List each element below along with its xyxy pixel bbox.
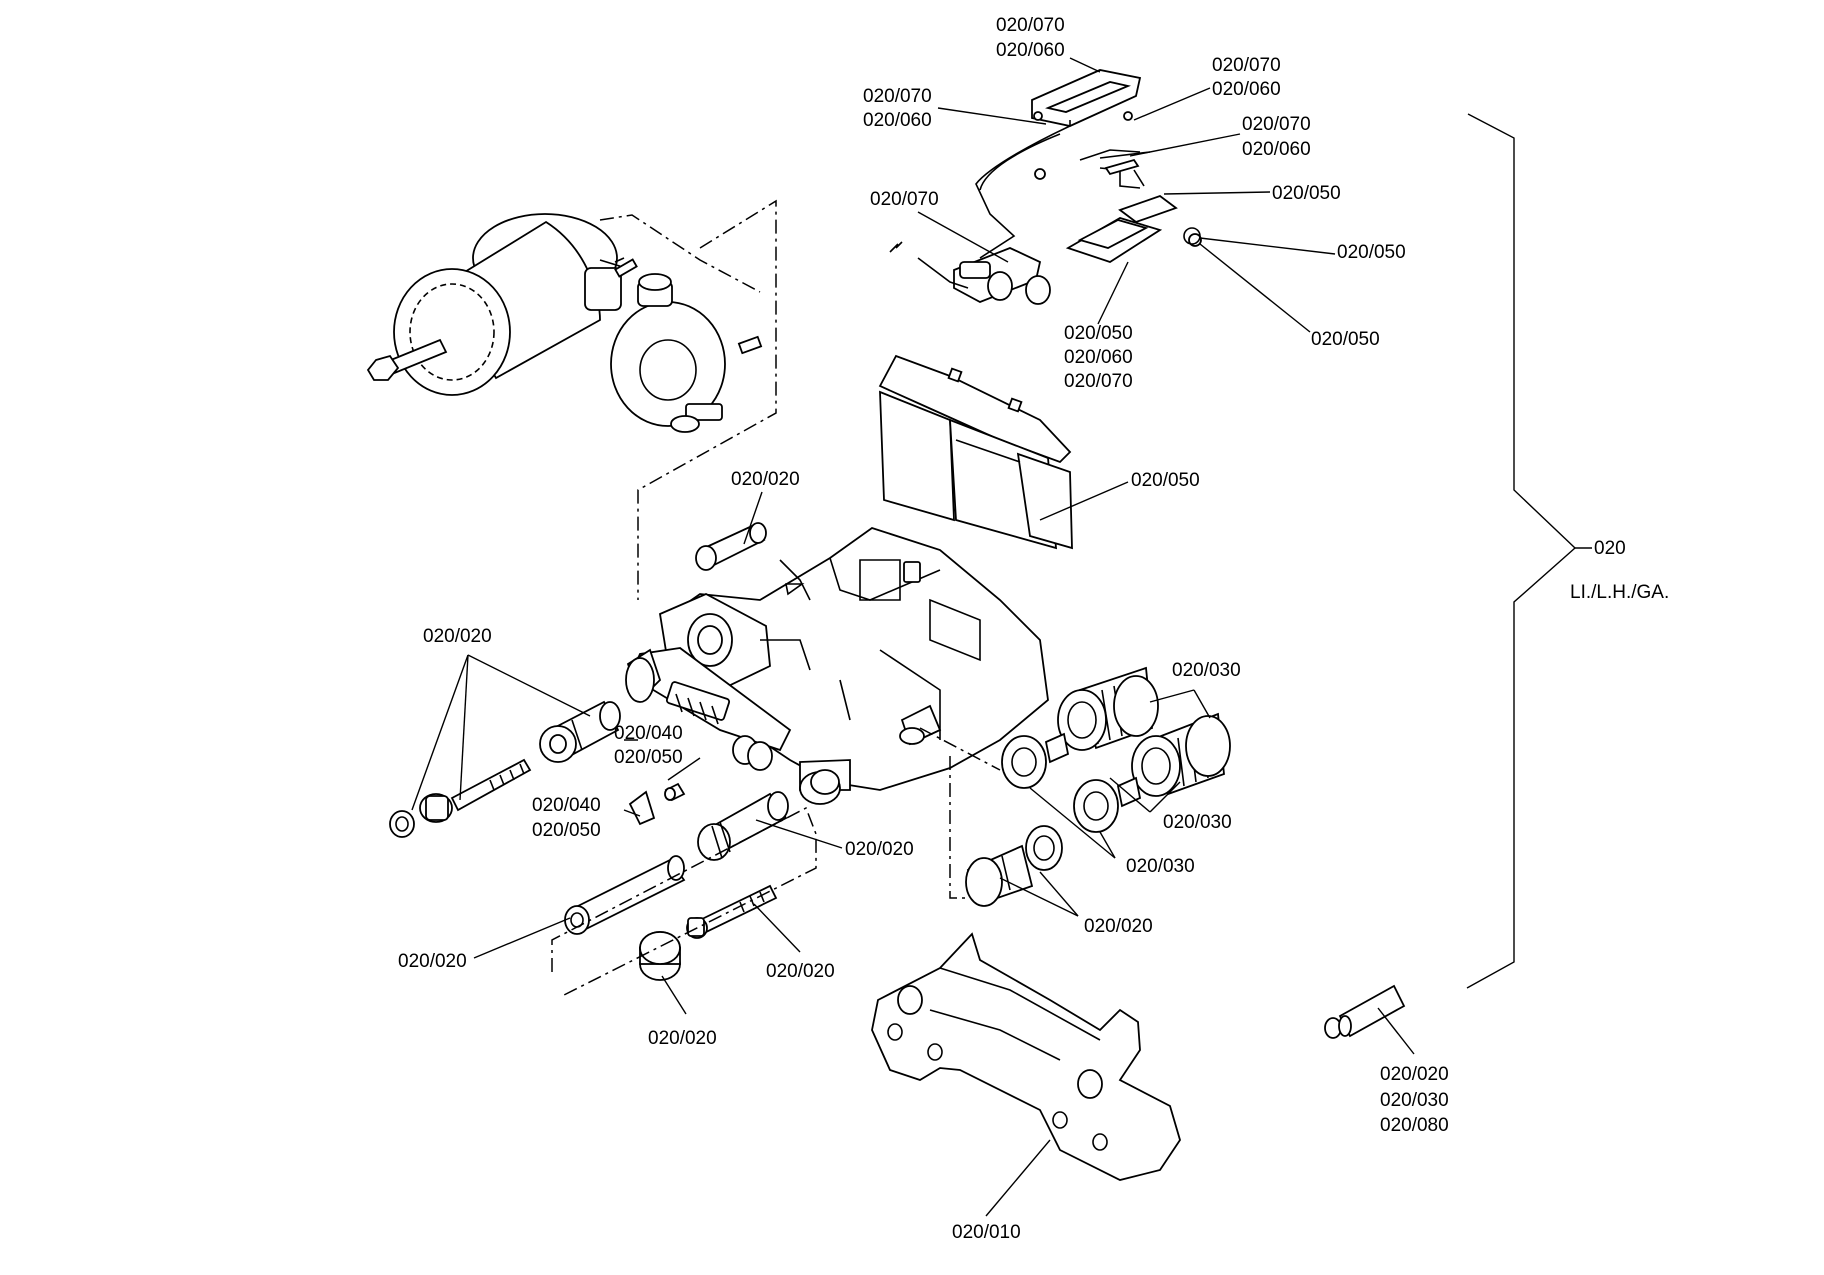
group-number: 020 [1594,538,1626,559]
boots-dash-lines [919,727,1001,899]
callout-right-1a: 020/070 [1242,114,1311,135]
callout-top-2: 020/060 [996,40,1065,61]
callout-pads-1: 020/050 [1064,323,1133,344]
callout-carrier: 020/010 [952,1222,1021,1243]
callout-boots-low: 020/030 [1126,856,1195,877]
callout-bolt-left: 020/020 [423,626,492,647]
callout-040-1: 020/040 [614,723,683,744]
chamber-dash-lines [599,199,777,600]
callout-pads-2: 020/060 [1064,347,1133,368]
callout-pad-main: 020/050 [1131,470,1200,491]
callout-right-2: 020/050 [1272,183,1341,204]
brake-chamber [366,213,763,433]
callout-boots-top: 020/030 [1172,660,1241,681]
boots-and-seals [965,666,1231,907]
callout-right-3: 020/050 [1337,242,1406,263]
callout-cap-1: 020/040 [532,795,601,816]
sleeve-left [539,700,621,763]
callout-tube-1: 020/020 [1380,1064,1449,1085]
callout-pin-top: 020/020 [731,469,800,490]
bolt-lower [686,884,778,939]
callout-top-1: 020/070 [996,15,1065,36]
callout-cap-round: 020/020 [648,1028,717,1049]
callout-sensor-left: 020/070 [870,189,939,210]
callout-top-right-2: 020/060 [1212,79,1281,100]
callout-labels: 020/070 020/060 020/070 020/060 020/070 … [398,15,1449,1243]
callout-tube-2: 020/030 [1380,1090,1449,1111]
callout-pads-3: 020/070 [1064,371,1133,392]
wear-sensor-assembly [889,69,1202,305]
round-cap [639,931,681,981]
guide-bushing-top [695,522,767,571]
callout-right-4: 020/050 [1311,329,1380,350]
grease-tube [1324,984,1406,1039]
callout-top-left-1: 020/070 [863,86,932,107]
callout-040-2: 020/050 [614,747,683,768]
callout-tube-3: 020/080 [1380,1115,1449,1136]
small-parts [628,782,686,826]
brake-pads [878,354,1073,550]
callout-cap-2: 020/050 [532,820,601,841]
callout-boots-mid: 020/030 [1163,812,1232,833]
callout-pin-long: 020/020 [398,951,467,972]
callout-right-1b: 020/060 [1242,139,1311,160]
leader-lines [411,57,1415,1217]
callout-top-right-1: 020/070 [1212,55,1281,76]
callout-boot-low-right: 020/020 [1084,916,1153,937]
left-dash-lines [551,739,817,997]
callout-bolt-low: 020/020 [766,961,835,982]
callout-top-left-2: 020/060 [863,110,932,131]
guide-pin-long [564,855,686,935]
long-bolt-left [389,758,532,838]
callout-bushing-mid: 020/020 [845,839,914,860]
group-brace [1466,113,1577,989]
caliper-body [625,527,1049,805]
caliper-carrier [871,932,1181,1181]
group-side-label: LI./L.H./GA. [1570,582,1669,603]
